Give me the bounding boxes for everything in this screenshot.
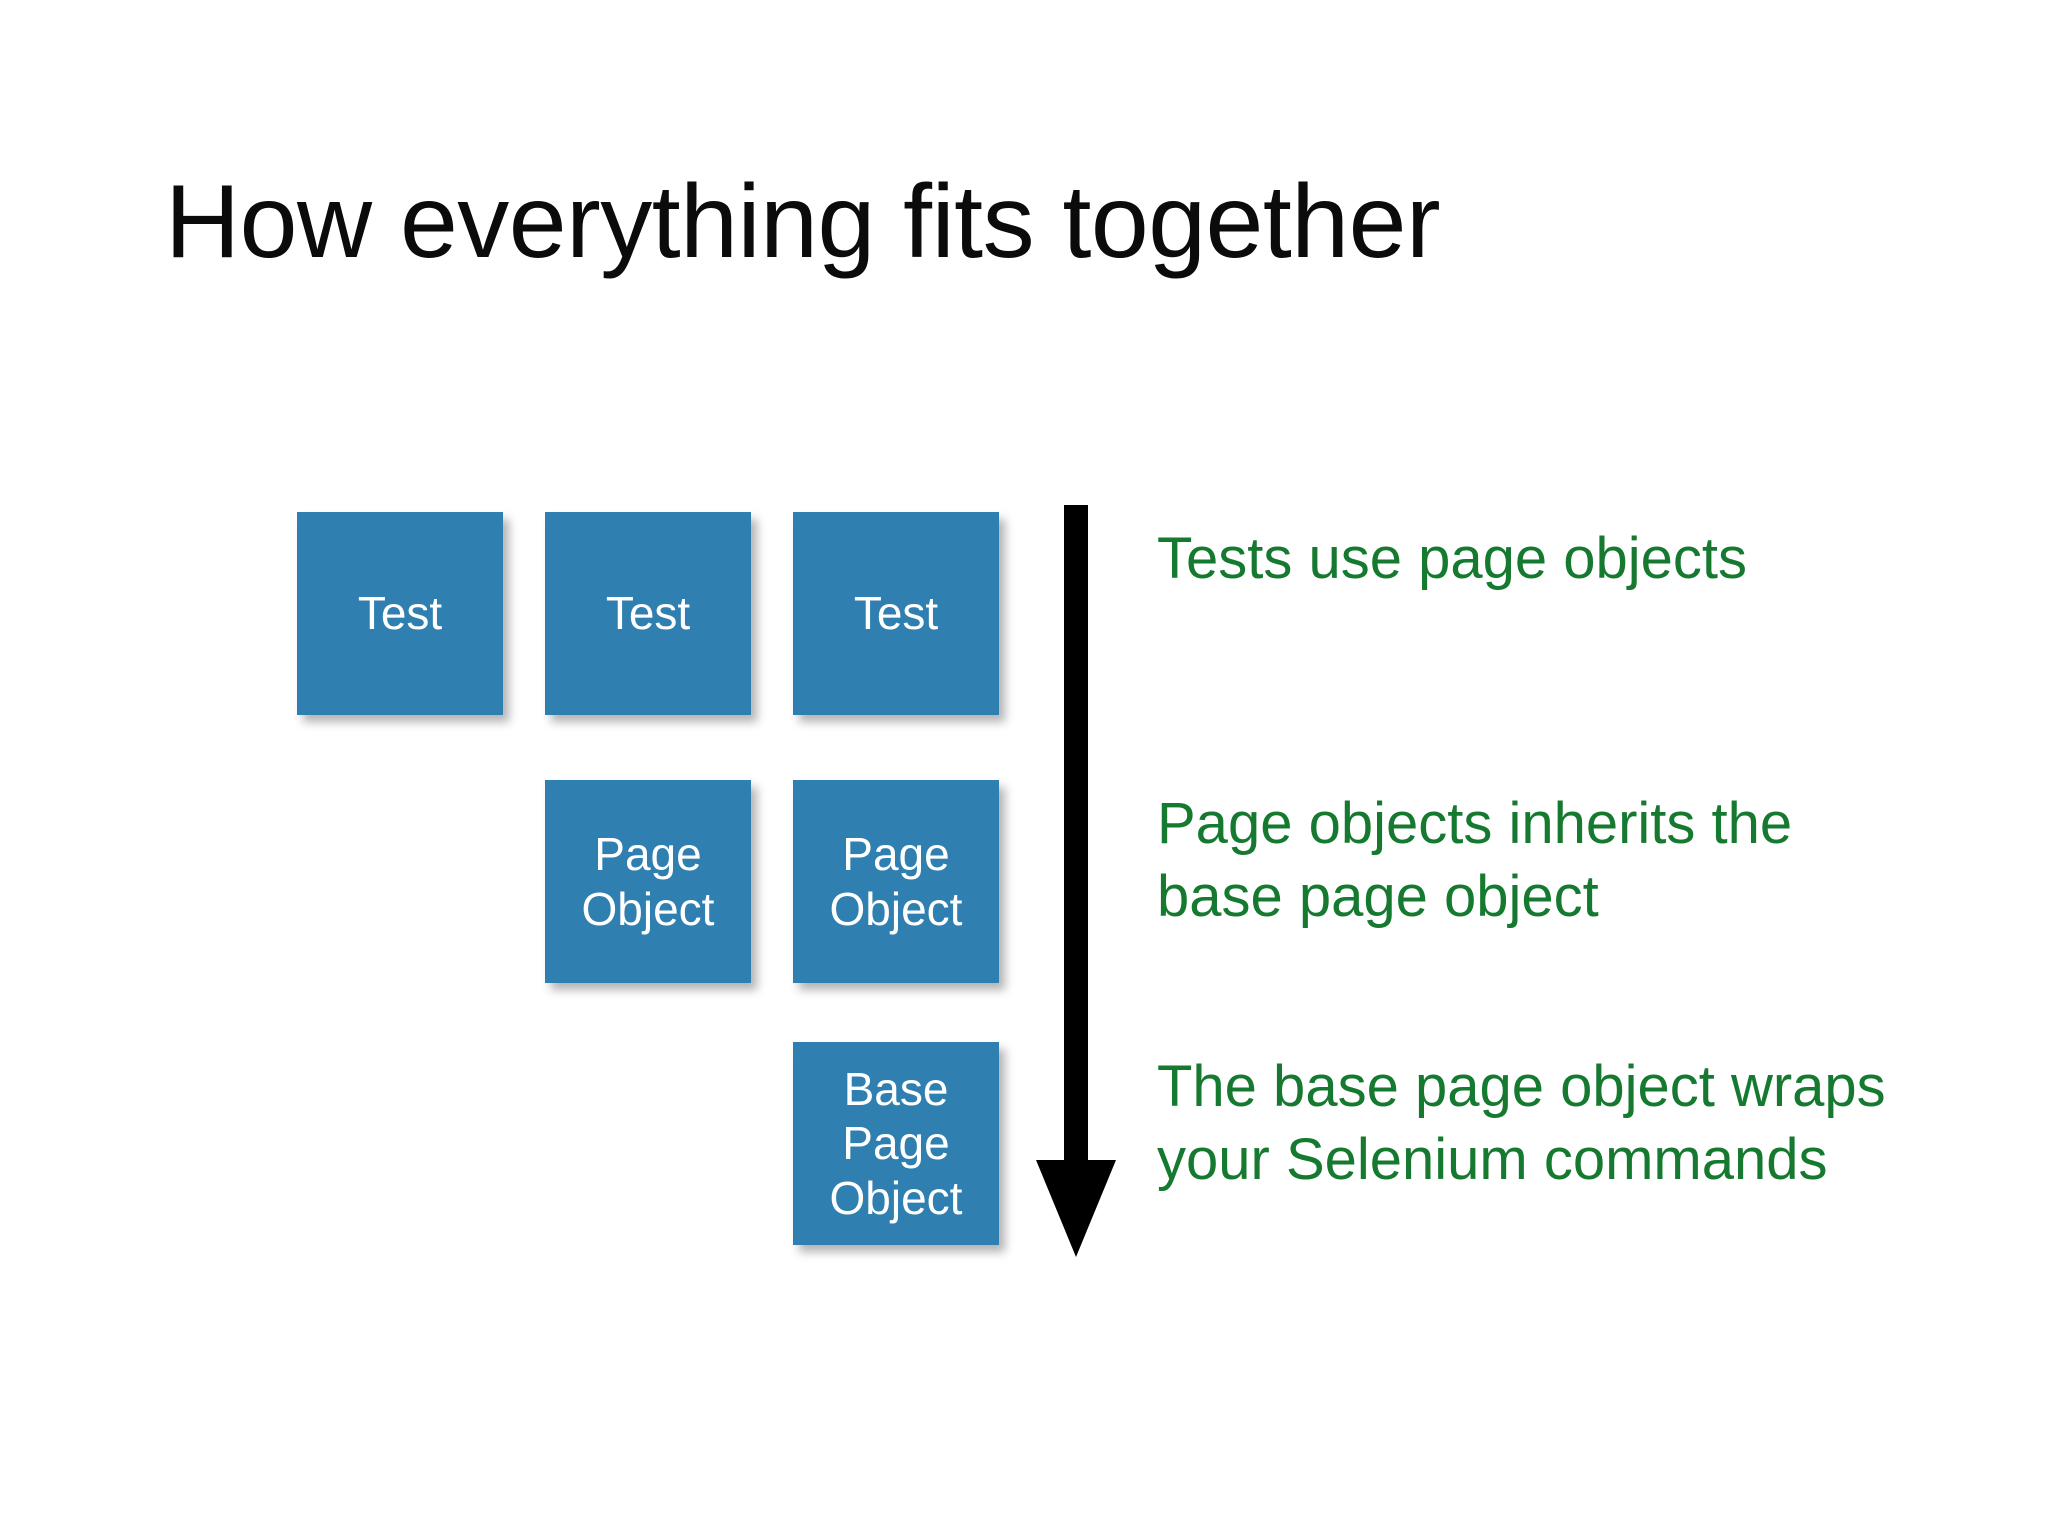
downward-arrow-icon bbox=[1036, 505, 1116, 1257]
callout-tests-use-page-objects: Tests use page objects bbox=[1157, 526, 1748, 591]
test-box: Test bbox=[297, 512, 503, 715]
test-box-label: Test bbox=[357, 587, 443, 640]
base-page-object-box: Base Page Object bbox=[793, 1042, 999, 1245]
page-title: How everything fits together bbox=[165, 164, 1441, 280]
page-object-box: Page Object bbox=[545, 780, 751, 983]
test-box-label: Test bbox=[605, 587, 691, 640]
test-box-label: Test bbox=[853, 587, 939, 640]
callout-page-objects-inherit: Page objects inherits the base page obje… bbox=[1157, 791, 1793, 930]
test-box: Test bbox=[793, 512, 999, 715]
page-object-box-label: Page Object bbox=[581, 828, 715, 935]
page-object-box: Page Object bbox=[793, 780, 999, 983]
page-object-box-label: Page Object bbox=[829, 828, 963, 935]
callout-base-page-object-wraps: The base page object wraps your Selenium… bbox=[1157, 1054, 1886, 1193]
test-box: Test bbox=[545, 512, 751, 715]
base-page-object-box-label: Base Page Object bbox=[829, 1063, 963, 1224]
